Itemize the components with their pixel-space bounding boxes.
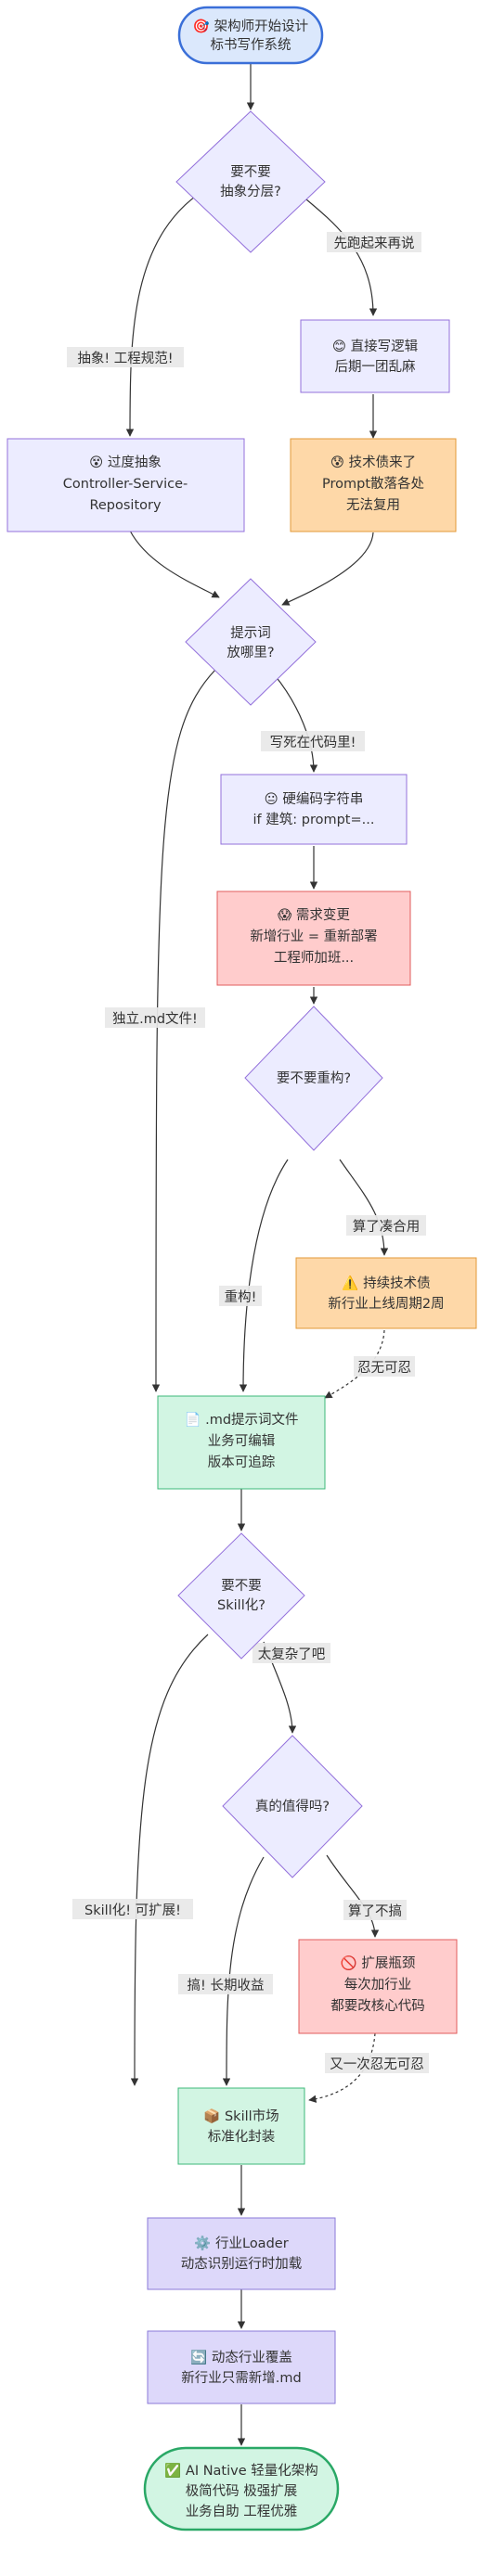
svg-text:标准化封装: 标准化封装 bbox=[208, 2129, 276, 2145]
svg-text:Skill化! 可扩展!: Skill化! 可扩展! bbox=[84, 1903, 181, 1918]
svg-text:if 建筑: prompt=...: if 建筑: prompt=... bbox=[253, 812, 375, 827]
node-q-prompt: 提示词 放哪里? bbox=[185, 578, 317, 706]
svg-text:提示词: 提示词 bbox=[230, 625, 271, 641]
svg-text:📄 .md提示词文件: 📄 .md提示词文件 bbox=[184, 1411, 298, 1428]
svg-text:抽象! 工程规范!: 抽象! 工程规范! bbox=[77, 351, 173, 366]
svg-text:业务可编辑: 业务可编辑 bbox=[208, 1433, 276, 1449]
svg-text:极简代码 极强扩展: 极简代码 极强扩展 bbox=[186, 2483, 298, 2499]
svg-text:重构!: 重构! bbox=[225, 1289, 257, 1305]
nodes: 🎯 架构师开始设计 标书写作系统 要不要 抽象分层? 😊 直接写逻辑 后期一团乱… bbox=[6, 6, 477, 2531]
node-change: 😱 需求变更 新增行业 = 重新部署 工程师加班... bbox=[216, 891, 411, 986]
node-q-worth: 真的值得吗? bbox=[222, 1735, 363, 1878]
edge-q_refactor-to-md bbox=[239, 1159, 289, 1392]
node-market: 📦 Skill市场 标准化封装 bbox=[177, 2087, 305, 2165]
node-q-refactor: 要不要重构? bbox=[244, 1006, 383, 1151]
node-q-layer: 要不要 抽象分层? bbox=[175, 110, 326, 253]
svg-text:😐 硬编码字符串: 😐 硬编码字符串 bbox=[265, 791, 364, 807]
svg-text:先跑起来再说: 先跑起来再说 bbox=[334, 236, 415, 251]
node-debt: 😰 技术债来了 Prompt散落各处 无法复用 bbox=[290, 438, 457, 532]
edge-bottleneck-to-market bbox=[308, 2032, 376, 2103]
edge-label-abstract: 抽象! 工程规范! bbox=[67, 347, 184, 367]
svg-text:🎯 架构师开始设计: 🎯 架构师开始设计 bbox=[193, 19, 308, 34]
edge-label-forget-it: 算了不搞 bbox=[343, 1900, 407, 1920]
svg-text:算了不搞: 算了不搞 bbox=[348, 1903, 402, 1919]
svg-text:要不要: 要不要 bbox=[221, 1579, 262, 1594]
node-end: ✅ AI Native 轻量化架构 极简代码 极强扩展 业务自助 工程优雅 bbox=[143, 2446, 340, 2531]
svg-text:😰 技术债来了: 😰 技术债来了 bbox=[330, 455, 416, 470]
svg-text:📦 Skill市场: 📦 Skill市场 bbox=[203, 2108, 278, 2124]
edge-label-tolerate: 忍无可忍 bbox=[354, 1356, 415, 1377]
svg-text:✅ AI Native 轻量化架构: ✅ AI Native 轻量化架构 bbox=[164, 2462, 318, 2479]
svg-text:工程师加班...: 工程师加班... bbox=[274, 950, 354, 966]
svg-text:每次加行业: 每次加行业 bbox=[344, 1977, 412, 1993]
edge-labels: 抽象! 工程规范! 先跑起来再说 写死在代码里! 独立.md文件! 重构! 算了… bbox=[67, 232, 429, 2073]
svg-text:抽象分层?: 抽象分层? bbox=[220, 184, 281, 199]
edge-q_layer-to-over bbox=[125, 185, 213, 437]
svg-text:算了凑合用: 算了凑合用 bbox=[353, 1219, 421, 1235]
svg-text:😵 过度抽象: 😵 过度抽象 bbox=[89, 455, 162, 470]
node-bottleneck: 🚫 扩展瓶颈 每次加行业 都要改核心代码 bbox=[298, 1939, 458, 2034]
node-persist: ⚠️ 持续技术债 新行业上线周期2周 bbox=[295, 1257, 477, 1329]
edge-debt-to-q_prompt bbox=[281, 532, 374, 606]
node-override: 🔄 动态行业覆盖 新行业只需新增.md bbox=[147, 2330, 336, 2404]
svg-text:😱 需求变更: 😱 需求变更 bbox=[278, 907, 350, 923]
svg-text:动态识别运行时加载: 动态识别运行时加载 bbox=[181, 2256, 303, 2272]
svg-text:又一次忍无可忍: 又一次忍无可忍 bbox=[330, 2057, 424, 2072]
svg-text:真的值得吗?: 真的值得吗? bbox=[255, 1798, 330, 1814]
node-direct: 😊 直接写逻辑 后期一团乱麻 bbox=[300, 319, 450, 393]
svg-text:⚙️ 行业Loader: ⚙️ 行业Loader bbox=[194, 2235, 288, 2251]
edge-label-tolerate-again: 又一次忍无可忍 bbox=[325, 2053, 429, 2073]
svg-text:🚫 扩展瓶颈: 🚫 扩展瓶颈 bbox=[341, 1954, 416, 1971]
edge-q_prompt-to-hardcode bbox=[274, 674, 318, 773]
edge-label-hardcode: 写死在代码里! bbox=[261, 731, 365, 751]
svg-text:Skill化?: Skill化? bbox=[217, 1597, 265, 1613]
svg-text:搞! 长期收益: 搞! 长期收益 bbox=[188, 1978, 265, 1993]
edge-label-long-term: 搞! 长期收益 bbox=[178, 1974, 273, 1994]
svg-text:⚠️ 持续技术债: ⚠️ 持续技术债 bbox=[342, 1275, 430, 1291]
edge-label-standalone: 独立.md文件! bbox=[105, 1007, 205, 1028]
svg-text:🔄 动态行业覆盖: 🔄 动态行业覆盖 bbox=[190, 2349, 292, 2365]
svg-text:Repository: Repository bbox=[89, 498, 162, 513]
svg-text:独立.md文件!: 独立.md文件! bbox=[112, 1011, 198, 1027]
node-q-skill: 要不要 Skill化? bbox=[177, 1532, 305, 1660]
svg-text:业务自助 工程优雅: 业务自助 工程优雅 bbox=[186, 2504, 298, 2519]
node-loader: ⚙️ 行业Loader 动态识别运行时加载 bbox=[147, 2217, 336, 2290]
edge-q_refactor-to-persist bbox=[339, 1159, 389, 1256]
svg-text:新行业上线周期2周: 新行业上线周期2周 bbox=[328, 1296, 444, 1312]
edge-over-to-q_prompt bbox=[129, 530, 220, 598]
svg-text:😊 直接写逻辑: 😊 直接写逻辑 bbox=[332, 339, 418, 354]
edge-label-make-do: 算了凑合用 bbox=[346, 1215, 426, 1236]
svg-text:无法复用: 无法复用 bbox=[346, 496, 400, 513]
svg-text:版本可追踪: 版本可追踪 bbox=[208, 1455, 276, 1470]
edge-label-skill-ext: Skill化! 可扩展! bbox=[72, 1899, 193, 1919]
svg-text:写死在代码里!: 写死在代码里! bbox=[270, 735, 356, 750]
edge-label-run-first: 先跑起来再说 bbox=[327, 232, 421, 252]
edge-label-refactor: 重构! bbox=[219, 1286, 262, 1306]
svg-text:新行业只需新增.md: 新行业只需新增.md bbox=[181, 2370, 301, 2386]
node-md: 📄 .md提示词文件 业务可编辑 版本可追踪 bbox=[157, 1395, 326, 1490]
edge-q_prompt-to-md bbox=[151, 669, 216, 1392]
svg-text:忍无可忍: 忍无可忍 bbox=[357, 1361, 411, 1376]
svg-text:后期一团乱麻: 后期一团乱麻 bbox=[335, 359, 416, 375]
edge-label-too-complex: 太复杂了吧 bbox=[252, 1643, 330, 1663]
svg-text:都要改核心代码: 都要改核心代码 bbox=[330, 1998, 425, 2014]
node-start: 🎯 架构师开始设计 标书写作系统 bbox=[177, 6, 324, 65]
svg-text:太复杂了吧: 太复杂了吧 bbox=[258, 1646, 326, 1662]
svg-text:Prompt散落各处: Prompt散落各处 bbox=[322, 476, 424, 492]
node-hardcode: 😐 硬编码字符串 if 建筑: prompt=... bbox=[220, 774, 408, 845]
node-over: 😵 过度抽象 Controller-Service- Repository bbox=[6, 438, 245, 532]
svg-text:要不要: 要不要 bbox=[230, 165, 271, 180]
svg-text:放哪里?: 放哪里? bbox=[227, 645, 274, 660]
svg-text:标书写作系统: 标书写作系统 bbox=[211, 37, 291, 53]
svg-text:Controller-Service-: Controller-Service- bbox=[63, 477, 188, 492]
edge-q_worth-to-market bbox=[222, 1856, 265, 2086]
svg-text:要不要重构?: 要不要重构? bbox=[277, 1070, 351, 1086]
edge-q_worth-to-bottleneck bbox=[326, 1854, 380, 1938]
edge-q_skill-to-market bbox=[130, 1634, 209, 2086]
svg-text:新增行业 = 重新部署: 新增行业 = 重新部署 bbox=[250, 929, 377, 944]
